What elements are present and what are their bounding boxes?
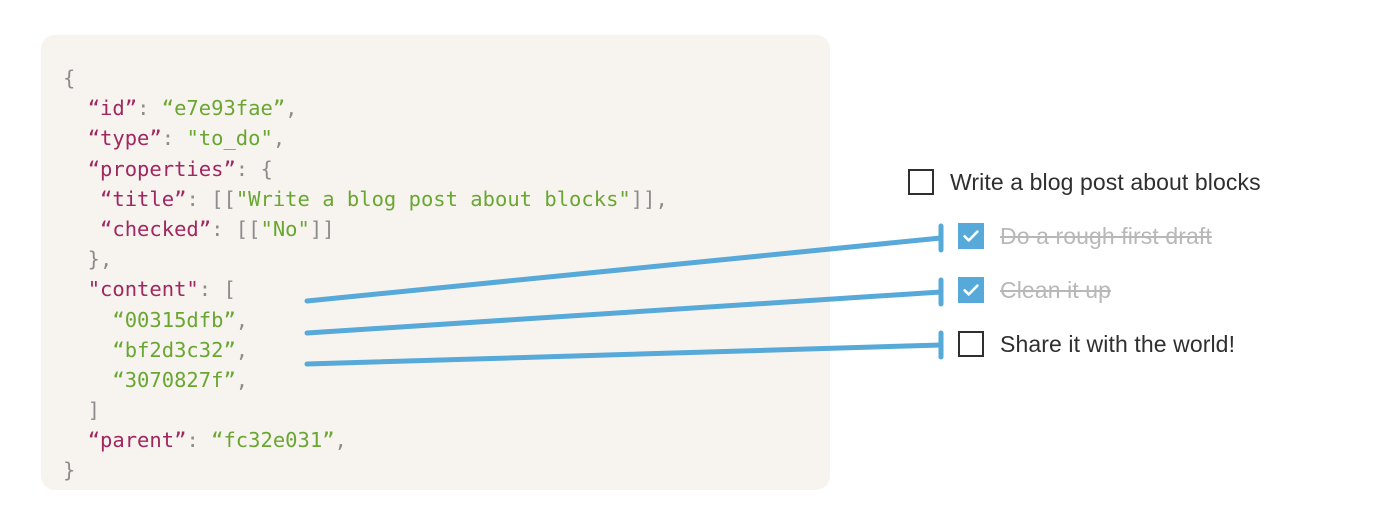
code-token-pun: : { bbox=[235, 156, 273, 181]
code-token-pun bbox=[63, 217, 100, 241]
code-token-key: “checked” bbox=[100, 216, 212, 241]
code-token-pun bbox=[63, 368, 112, 392]
code-token-str: "Write a blog post about blocks" bbox=[235, 186, 631, 211]
checklist-item-label: Write a blog post about blocks bbox=[950, 168, 1261, 195]
code-token-pun: , bbox=[235, 337, 249, 362]
checklist-item-label: Clean it up bbox=[1000, 276, 1112, 303]
code-token-pun: : bbox=[161, 126, 187, 151]
code-token-key: “type” bbox=[87, 126, 162, 151]
checklist-item[interactable]: Share it with the world! bbox=[958, 327, 1235, 361]
code-line: “properties”: { bbox=[63, 154, 668, 184]
checklist-item-label: Do a rough first draft bbox=[1000, 222, 1212, 249]
code-line: “checked”: [["No"]] bbox=[63, 214, 668, 244]
checklist-item[interactable]: Clean it up bbox=[958, 273, 1111, 307]
code-token-pun: : [ bbox=[198, 277, 236, 302]
code-line: } bbox=[63, 455, 668, 485]
code-token-pun: , bbox=[235, 367, 249, 392]
checkbox-checked-icon[interactable] bbox=[958, 223, 984, 249]
code-token-pun: , bbox=[285, 96, 298, 121]
code-token-pun bbox=[63, 187, 100, 211]
code-token-pun: ] bbox=[63, 398, 101, 423]
code-token-str: “fc32e031” bbox=[211, 428, 335, 453]
code-line: “id”: “e7e93fae”, bbox=[63, 93, 668, 123]
code-token-str: “3070827f” bbox=[112, 367, 236, 392]
code-line: "content": [ bbox=[63, 274, 668, 304]
code-token-pun bbox=[63, 338, 112, 362]
code-token-pun bbox=[63, 126, 88, 150]
code-token-pun: ]], bbox=[630, 186, 668, 211]
code-token-pun: : [[ bbox=[186, 186, 236, 211]
code-line: ] bbox=[63, 395, 668, 425]
checkbox-checked-icon[interactable] bbox=[958, 277, 984, 303]
code-token-pun bbox=[63, 308, 112, 332]
code-token-str: "to_do" bbox=[186, 126, 273, 151]
json-code-panel: { “id”: “e7e93fae”, “type”: "to_do", “pr… bbox=[41, 35, 830, 490]
code-line: “bf2d3c32”, bbox=[63, 335, 668, 365]
code-token-pun: { bbox=[63, 66, 76, 90]
code-token-pun bbox=[63, 157, 88, 181]
code-token-key: “properties” bbox=[87, 156, 236, 181]
code-token-pun bbox=[63, 277, 88, 301]
code-token-pun: : bbox=[137, 96, 162, 121]
code-token-key: “parent” bbox=[87, 428, 187, 453]
code-token-pun bbox=[63, 428, 88, 452]
code-line: }, bbox=[63, 244, 668, 274]
code-token-pun: , bbox=[235, 307, 249, 332]
code-token-pun: : [[ bbox=[211, 216, 261, 241]
code-token-pun: ]] bbox=[309, 216, 335, 241]
checkbox-unchecked-icon[interactable] bbox=[958, 331, 984, 357]
checklist-item[interactable]: Write a blog post about blocks bbox=[908, 165, 1261, 199]
code-line: “00315dfb”, bbox=[63, 305, 668, 335]
code-token-key: "content" bbox=[87, 277, 199, 302]
code-token-pun: , bbox=[272, 126, 286, 151]
checkbox-unchecked-icon[interactable] bbox=[908, 169, 934, 195]
code-line: “type”: "to_do", bbox=[63, 123, 668, 153]
code-token-str: “00315dfb” bbox=[112, 307, 236, 332]
code-token-str: "No" bbox=[260, 216, 310, 241]
code-token-key: “id” bbox=[87, 96, 138, 121]
code-token-str: “e7e93fae” bbox=[161, 96, 286, 121]
checklist-item[interactable]: Do a rough first draft bbox=[958, 219, 1212, 253]
code-line: “3070827f”, bbox=[63, 365, 668, 395]
code-token-key: “title” bbox=[100, 186, 187, 211]
code-line: “parent”: “fc32e031”, bbox=[63, 425, 668, 455]
code-line: { bbox=[63, 63, 668, 93]
code-token-str: “bf2d3c32” bbox=[112, 337, 236, 362]
checklist-item-label: Share it with the world! bbox=[1000, 330, 1236, 357]
code-token-pun: , bbox=[334, 428, 347, 453]
code-token-pun: } bbox=[63, 458, 76, 483]
json-code-text: { “id”: “e7e93fae”, “type”: "to_do", “pr… bbox=[63, 63, 668, 486]
code-token-pun: }, bbox=[63, 247, 113, 272]
code-token-pun: : bbox=[186, 428, 212, 453]
code-token-pun bbox=[63, 96, 88, 120]
code-line: “title”: [["Write a blog post about bloc… bbox=[63, 184, 668, 214]
